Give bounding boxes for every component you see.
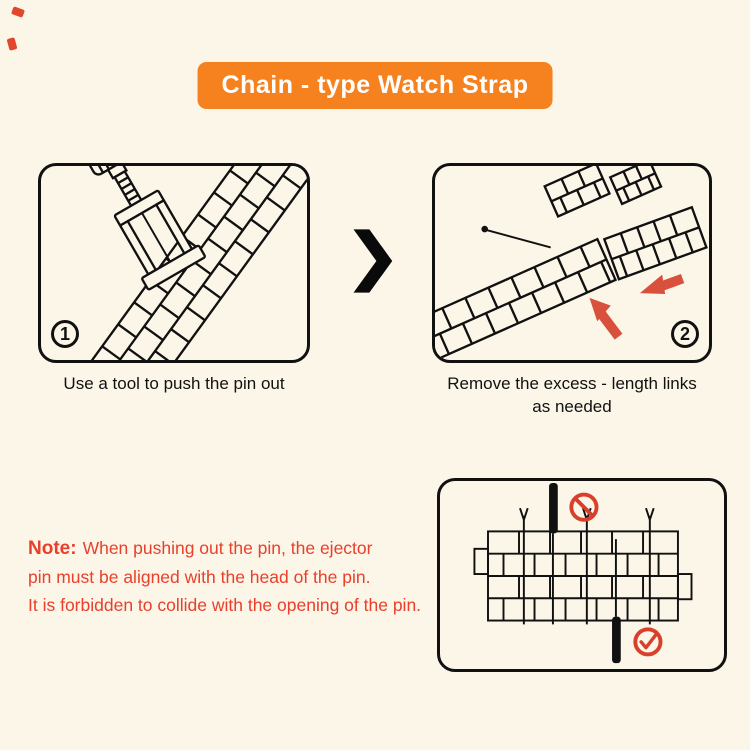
- step2-caption-line2: as needed: [532, 397, 612, 416]
- pin-alignment-panel: [437, 478, 727, 672]
- pin-alignment-illustration: [473, 482, 693, 664]
- next-step-chevron-icon: [353, 229, 393, 293]
- push-pin-bottom: [612, 616, 621, 664]
- red-arrow-icon: [589, 297, 623, 340]
- note-line1: When pushing out the pin, the ejector: [82, 538, 373, 558]
- decor-dot: [6, 37, 18, 51]
- step2-caption: Remove the excess - length links as need…: [422, 372, 722, 418]
- note-text: Note:When pushing out the pin, the eject…: [28, 534, 440, 619]
- push-pin-top: [549, 482, 558, 534]
- red-arrow-icon: [639, 273, 685, 295]
- link-remover-tool: [84, 166, 206, 291]
- tool-push-pin-illustration: [84, 166, 307, 360]
- correct-icon: [633, 627, 663, 657]
- forbidden-icon: [569, 492, 599, 522]
- note-label: Note:: [28, 538, 77, 559]
- step2-panel: 2: [432, 163, 712, 363]
- ejector-fork-pins: [519, 507, 655, 625]
- note-line3: It is forbidden to collide with the open…: [28, 595, 422, 615]
- step1-caption: Use a tool to push the pin out: [63, 374, 285, 393]
- step1-number-badge: 1: [51, 320, 79, 348]
- title-banner: Chain - type Watch Strap: [197, 62, 553, 109]
- decor-dot: [10, 6, 26, 18]
- step2-caption-line1: Remove the excess - length links: [447, 374, 697, 393]
- step2-number-badge: 2: [671, 320, 699, 348]
- remove-links-illustration: [435, 166, 708, 360]
- loose-pin: [481, 225, 551, 249]
- step1-panel: 1: [38, 163, 310, 363]
- note-line2: pin must be aligned with the head of the…: [28, 567, 371, 587]
